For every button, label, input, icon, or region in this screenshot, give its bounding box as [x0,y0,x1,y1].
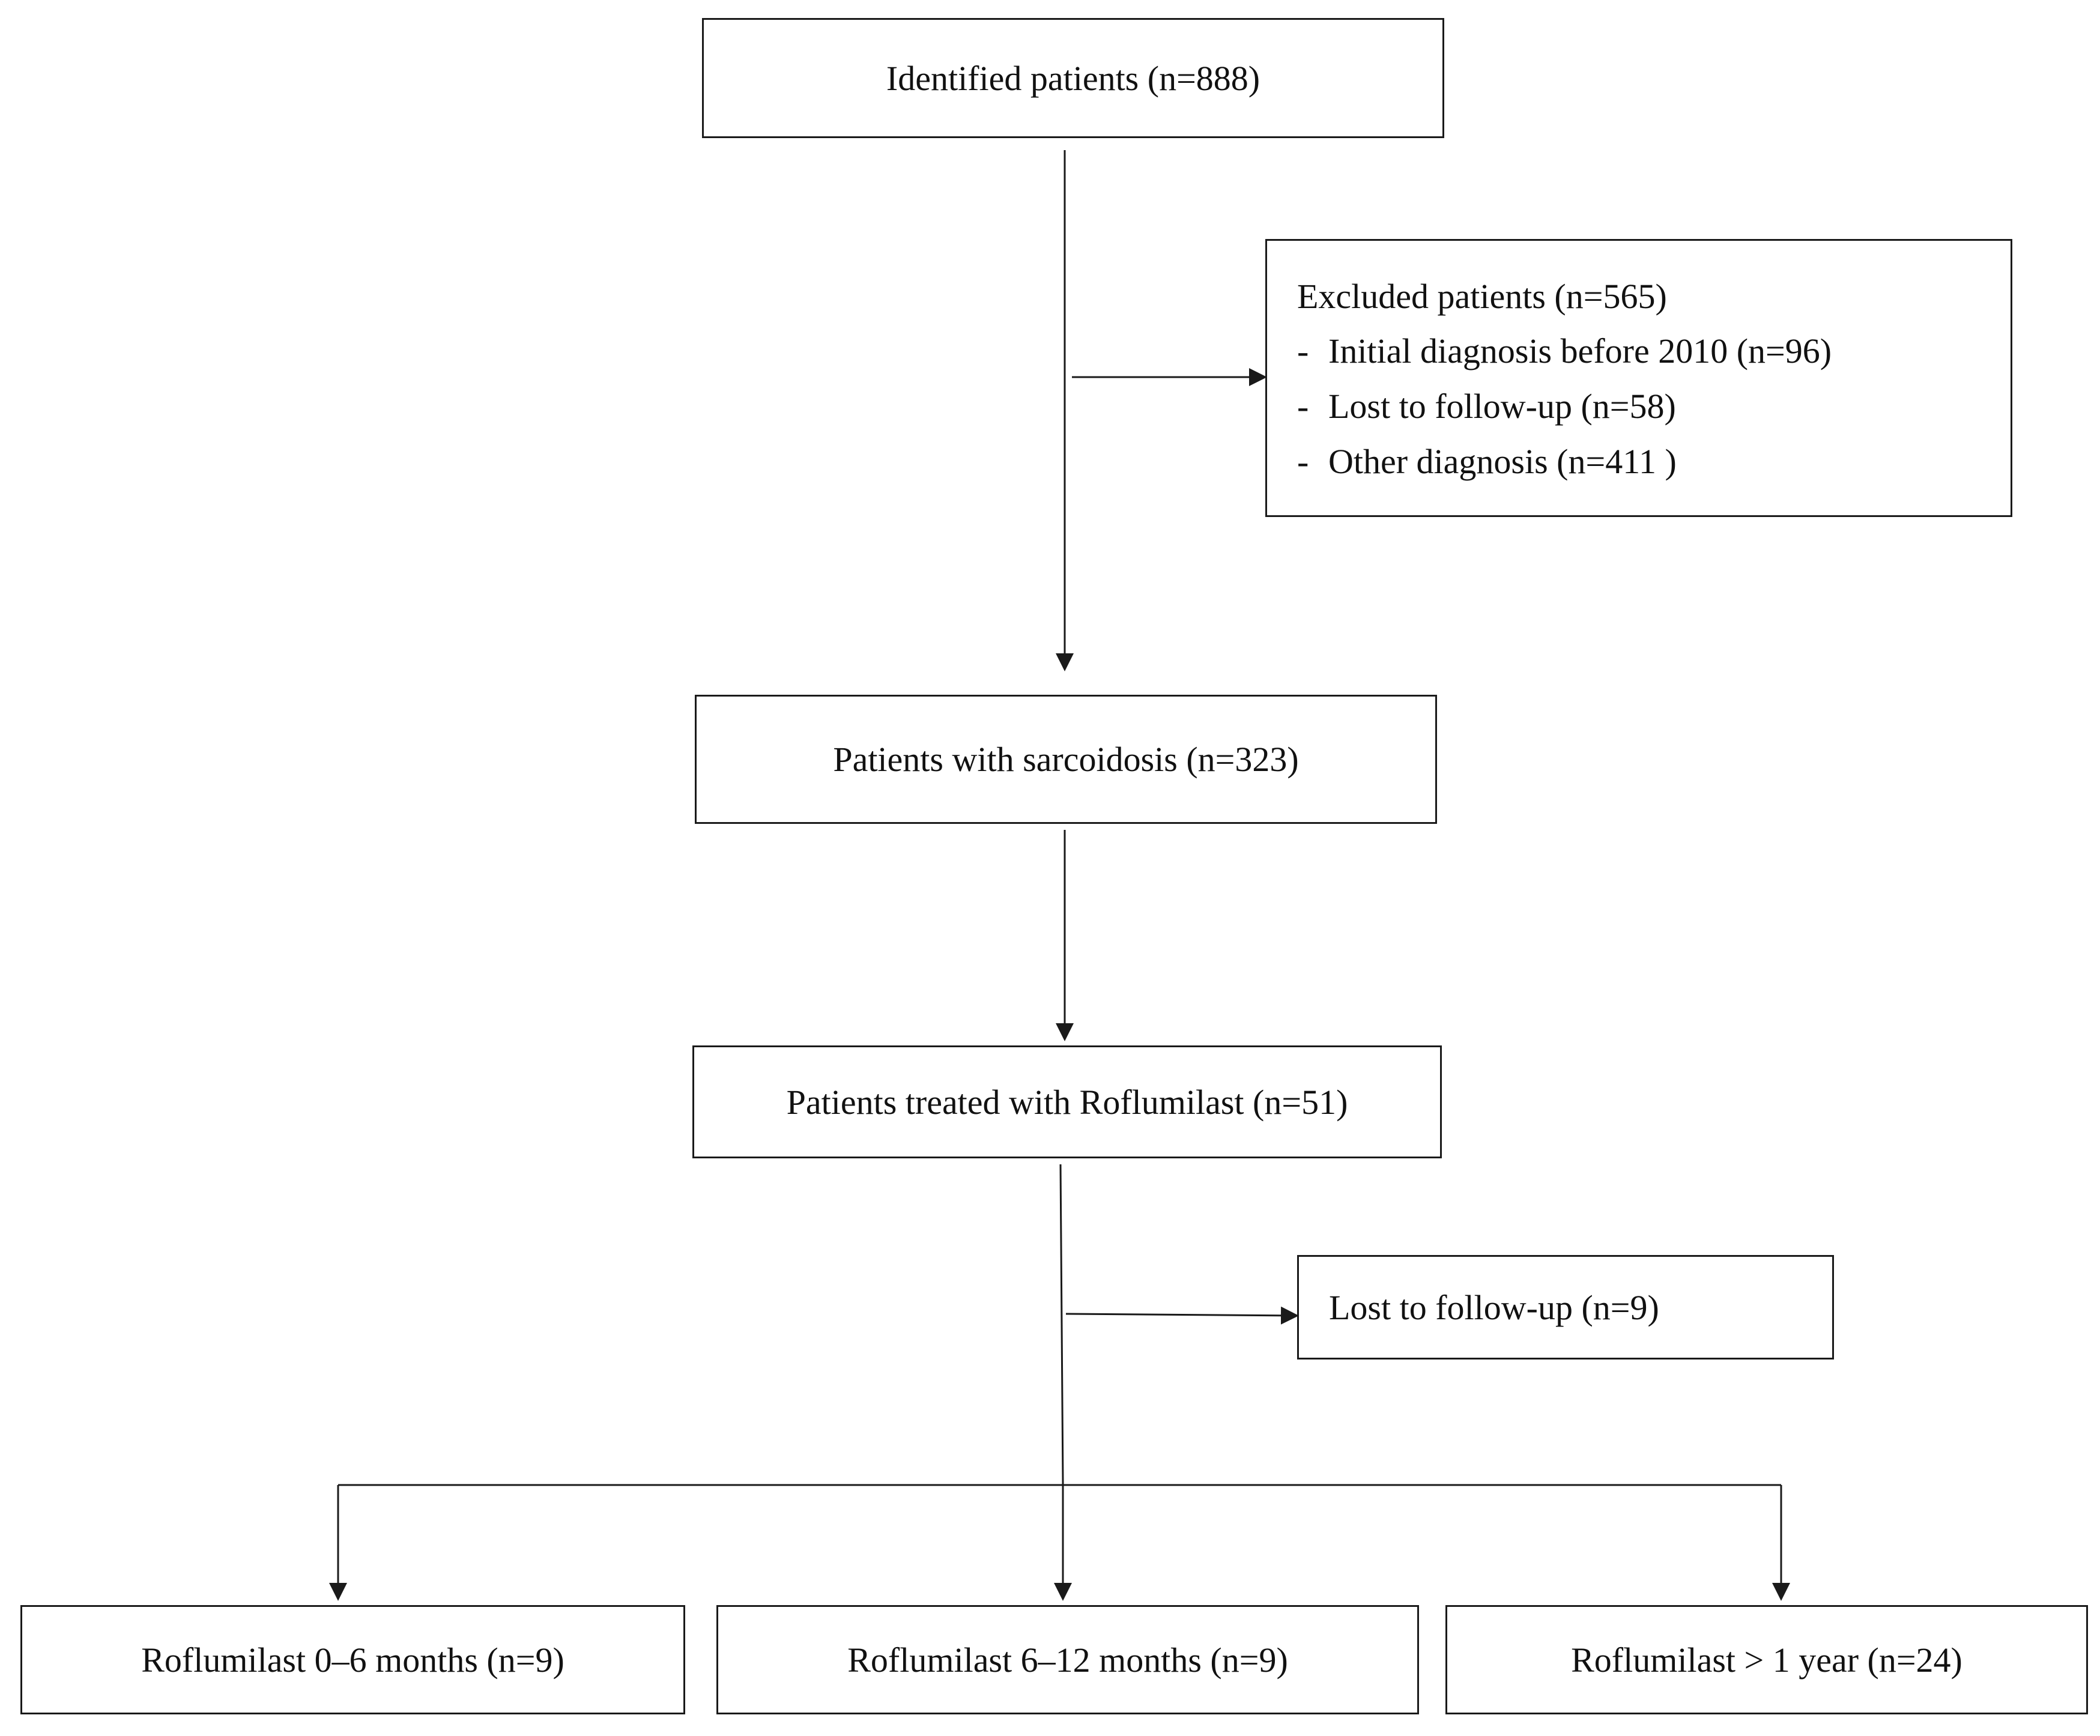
outcome-label: Roflumilast 6–12 months (n=9) [847,1640,1288,1680]
list-bullet: - [1297,387,1309,426]
sarcoidosis-patients-label: Patients with sarcoidosis (n=323) [833,740,1299,779]
excluded-reason-label: Lost to follow-up (n=58) [1328,387,1676,426]
sarcoidosis-patients-box: Patients with sarcoidosis (n=323) [695,695,1437,824]
lost-to-followup-box: Lost to follow-up (n=9) [1297,1255,1834,1359]
excluded-reason-label: Other diagnosis (n=411 ) [1328,442,1677,481]
list-bullet: - [1297,442,1309,481]
excluded-reason-item: -Lost to follow-up (n=58) [1297,379,2011,434]
outcome-label: Roflumilast 0–6 months (n=9) [141,1640,564,1680]
roflumilast-treated-label: Patients treated with Roflumilast (n=51) [786,1082,1348,1122]
excluded-reason-item: -Initial diagnosis before 2010 (n=96) [1297,324,2011,379]
outcome-box-6-12-months: Roflumilast 6–12 months (n=9) [716,1605,1419,1714]
outcome-box-over-1-year: Roflumilast > 1 year (n=24) [1445,1605,2088,1714]
outcome-box-0-6-months: Roflumilast 0–6 months (n=9) [20,1605,685,1714]
list-bullet: - [1297,331,1309,370]
excluded-patients-title: Excluded patients (n=565) [1297,277,1667,316]
excluded-reasons-list: -Initial diagnosis before 2010 (n=96) -L… [1297,324,2011,489]
outcome-label: Roflumilast > 1 year (n=24) [1571,1640,1962,1680]
excluded-reason-item: -Other diagnosis (n=411 ) [1297,434,2011,489]
roflumilast-treated-box: Patients treated with Roflumilast (n=51) [692,1045,1442,1158]
arrow-to-lost-followup [1065,1306,1299,1325]
lost-to-followup-label: Lost to follow-up (n=9) [1329,1287,1659,1327]
excluded-patients-box: Excluded patients (n=565) -Initial diagn… [1265,239,2012,517]
excluded-reason-label: Initial diagnosis before 2010 (n=96) [1328,331,1832,370]
identified-patients-box: Identified patients (n=888) [702,18,1444,138]
line-roflumilast-down [1059,1164,1064,1484]
identified-patients-label: Identified patients (n=888) [886,58,1260,98]
